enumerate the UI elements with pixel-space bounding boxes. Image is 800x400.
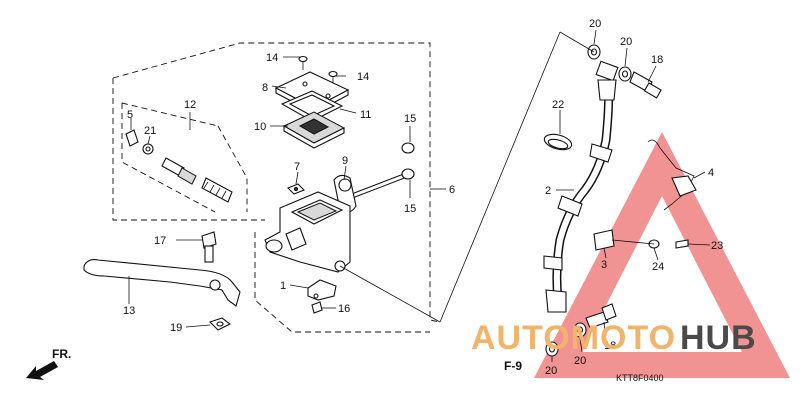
screw-16: [311, 301, 323, 314]
callout-17: 17: [154, 235, 166, 247]
boot-5: [125, 129, 139, 147]
callout-21: 21: [144, 125, 156, 137]
brake-lever-13: [83, 259, 241, 307]
callout-20-bottom-right: 20: [574, 355, 586, 367]
callout-11: 11: [360, 109, 371, 121]
callout-7: 7: [294, 161, 300, 173]
switch-7: [287, 183, 305, 195]
screw-14-right: [328, 70, 338, 86]
watermark-part1: AUTOMOTO: [471, 319, 676, 357]
callout-12: 12: [184, 99, 196, 111]
diaphragm-10: [282, 111, 346, 149]
callout-23: 23: [711, 240, 723, 252]
washer-20-top-right: [618, 66, 632, 82]
oil-bolt-18-bottom: [585, 303, 617, 329]
callout-22: 22: [552, 99, 564, 111]
watermark-text: AUTOMOTO HUB: [471, 319, 757, 357]
callout-15-lower: 15: [404, 203, 416, 215]
callout-18-bottom: 18: [604, 340, 616, 352]
clamp-bracket-3: [593, 229, 615, 251]
callout-19: 19: [170, 322, 182, 334]
circlip-21: [142, 143, 154, 155]
callout-5: 5: [127, 109, 133, 121]
callout-24: 24: [652, 261, 664, 273]
master-cylinder-body: [264, 191, 351, 273]
callout-18-top: 18: [651, 54, 663, 66]
washer-20-bottom-right: [573, 322, 587, 338]
pivot-bolt-17: [201, 231, 217, 263]
callout-6: 6: [449, 184, 455, 196]
callout-20-top-right: 20: [620, 36, 632, 48]
callout-2: 2: [545, 185, 551, 197]
callout-20-top: 20: [589, 18, 601, 30]
screw-14-left: [298, 55, 308, 70]
drawing-code: KTT8F0400: [616, 373, 664, 383]
nut-19: [208, 317, 232, 331]
brake-switch-1: [307, 279, 337, 301]
callout-4: 4: [708, 167, 714, 179]
callout-16: 16: [338, 303, 350, 315]
assembly-outline: [112, 42, 441, 333]
callout-14-right: 14: [357, 71, 369, 83]
section-reference: F-9: [504, 359, 522, 373]
hose-clamp-22: [543, 133, 573, 151]
callout-3: 3: [601, 259, 607, 271]
brake-hose-2: [543, 60, 619, 313]
bolt-15-upper: [345, 142, 415, 176]
front-label: FR.: [52, 347, 71, 361]
piston-kit-12: [161, 157, 233, 203]
callout-10: 10: [254, 121, 266, 133]
callout-13: 13: [123, 305, 135, 317]
leader-lines: [128, 29, 711, 362]
callout-9: 9: [342, 155, 348, 167]
oil-bolt-18-top: [629, 71, 662, 99]
callout-15-upper: 15: [404, 113, 416, 125]
watermark-part2: HUB: [680, 319, 757, 357]
front-arrow: FR.: [26, 347, 71, 380]
callouts: 14 14 8 11 10 12 5 21 15 15 9 7 6 1 16 1…: [123, 18, 723, 377]
callout-20-bottom-left: 20: [545, 365, 557, 377]
hose-guide-4: [647, 139, 697, 211]
callout-8: 8: [262, 82, 268, 94]
diaphragm-plate-11: [280, 90, 344, 122]
bolt-23: [675, 239, 689, 249]
callout-1: 1: [280, 280, 286, 292]
callout-14-left: 14: [266, 52, 278, 64]
washer-20-bottom-left: [545, 341, 559, 357]
bolt-15-lower: [351, 168, 415, 199]
